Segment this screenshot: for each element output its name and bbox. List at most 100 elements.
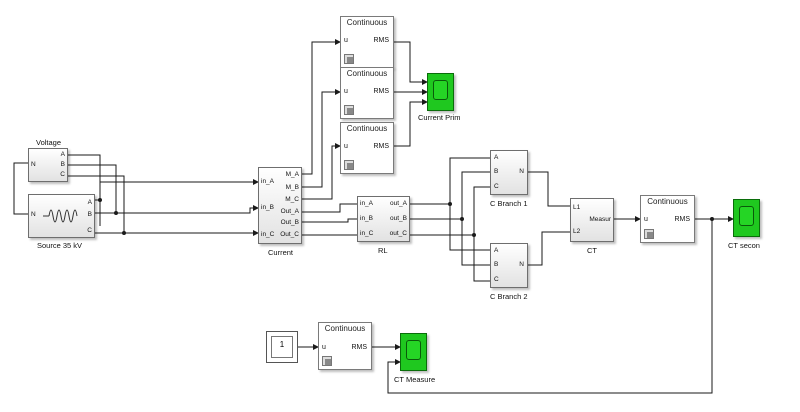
source-block[interactable]: N A B C xyxy=(28,194,95,238)
rms-block-1[interactable]: Continuous u RMS xyxy=(340,16,394,68)
rms-icon xyxy=(344,105,354,115)
rms-in: u xyxy=(344,37,348,44)
port-out-c: Out_C xyxy=(280,231,299,238)
rms-icon xyxy=(344,160,354,170)
rl-label: RL xyxy=(378,246,388,255)
rms-title: Continuous xyxy=(324,324,366,333)
wire-rms4-loop xyxy=(387,219,713,394)
current-label: Current xyxy=(268,248,294,257)
port-n: N xyxy=(31,161,36,168)
rms-out: RMS xyxy=(373,88,389,95)
rms-out: RMS xyxy=(674,216,690,223)
port-c: C xyxy=(60,171,65,178)
ct-label: CT xyxy=(587,246,597,255)
wire-cb2-ct xyxy=(528,231,570,266)
rms-block-5[interactable]: Continuous u RMS xyxy=(318,322,372,370)
rms-in: u xyxy=(344,88,348,95)
rms-out: RMS xyxy=(373,143,389,150)
source-label: Source 35 kV xyxy=(37,241,83,250)
rms-block-4[interactable]: Continuous u RMS xyxy=(640,195,695,243)
wire-rl-a xyxy=(410,157,490,205)
wire-mb xyxy=(302,89,341,188)
constant-block[interactable]: 1 xyxy=(266,331,298,363)
rms-title: Continuous xyxy=(346,18,388,27)
scope-icon xyxy=(406,340,421,360)
port-a: A xyxy=(87,199,92,206)
scope-current-prim-label: Current Prim xyxy=(418,113,461,122)
wire-rl-c xyxy=(410,186,490,236)
port-b: B xyxy=(494,261,499,268)
wire-src-b xyxy=(95,205,259,214)
wire-rl-b xyxy=(410,171,490,220)
rms-title: Continuous xyxy=(346,124,388,133)
scope-ct-measure[interactable] xyxy=(400,333,427,371)
port-n: N xyxy=(31,211,36,218)
port-m-b: M_B xyxy=(285,184,299,191)
voltage-label: Voltage xyxy=(36,138,62,147)
wire-volt-a xyxy=(68,154,101,226)
port-c: C xyxy=(494,276,499,283)
port-measur: Measur xyxy=(589,216,611,223)
wire-outa xyxy=(302,203,357,213)
current-block[interactable]: in_A in_B in_C M_A M_B M_C Out_A Out_B O… xyxy=(258,167,302,244)
wire-rms3-scope xyxy=(394,99,428,147)
wire-ma xyxy=(302,39,341,175)
constant-value: 1 xyxy=(271,336,293,358)
scope-icon xyxy=(433,80,448,100)
port-b: B xyxy=(87,211,92,218)
scope-ct-secon-label: CT secon xyxy=(728,241,760,250)
rms-block-3[interactable]: Continuous u RMS xyxy=(340,122,394,174)
port-out-b: Out_B xyxy=(280,219,299,226)
ct-block[interactable]: L1 L2 Measur xyxy=(570,198,614,242)
port-out-a: out_A xyxy=(390,200,407,207)
rms-out: RMS xyxy=(373,37,389,44)
wire-rl-a2 xyxy=(449,204,490,251)
port-n: N xyxy=(519,168,524,175)
port-l1: L1 xyxy=(573,204,581,211)
wire-cb1-ct xyxy=(528,171,570,207)
rms-out: RMS xyxy=(351,344,367,351)
c-branch-1-block[interactable]: A B C N xyxy=(490,150,528,195)
rl-block[interactable]: in_A in_B in_C out_A out_B out_C xyxy=(357,196,410,242)
rms-icon xyxy=(344,54,354,64)
port-m-a: M_A xyxy=(285,171,299,178)
port-b: B xyxy=(60,161,65,168)
port-l2: L2 xyxy=(573,228,581,235)
sine-wave-icon xyxy=(43,209,78,223)
c-branch-2-label: C Branch 2 xyxy=(490,292,528,301)
wire-mc xyxy=(302,143,341,200)
port-out-b: out_B xyxy=(390,215,407,222)
port-in-c: in_C xyxy=(261,231,275,238)
rms-block-2[interactable]: Continuous u RMS xyxy=(340,67,394,119)
scope-ct-measure-label: CT Measure xyxy=(394,375,436,384)
wire-src-a xyxy=(95,179,259,201)
port-c: C xyxy=(494,183,499,190)
wire-voltage-n xyxy=(13,162,28,215)
port-n: N xyxy=(519,261,524,268)
port-out-c: out_C xyxy=(389,230,407,237)
c-branch-2-block[interactable]: A B C N xyxy=(490,243,528,288)
port-c: C xyxy=(87,227,92,234)
port-out-a: Out_A xyxy=(280,208,299,215)
rms-title: Continuous xyxy=(346,69,388,78)
port-in-b: in_B xyxy=(360,215,374,222)
rms-in: u xyxy=(344,143,348,150)
rms-icon xyxy=(322,356,332,366)
rms-icon xyxy=(644,229,654,239)
wire-rl-c2 xyxy=(473,235,490,282)
wire-outb xyxy=(302,218,357,223)
scope-ct-secon[interactable] xyxy=(733,199,760,237)
port-a: A xyxy=(60,151,65,158)
voltage-block[interactable]: N A B C xyxy=(28,148,68,182)
scope-current-prim[interactable] xyxy=(427,73,454,111)
port-a: A xyxy=(494,247,499,254)
port-b: B xyxy=(494,168,499,175)
rms-in: u xyxy=(644,216,648,223)
port-a: A xyxy=(494,154,499,161)
rms-title: Continuous xyxy=(647,197,688,206)
wire-rms1-scope xyxy=(394,41,428,85)
rms-in: u xyxy=(322,344,326,351)
wire-volt-c xyxy=(68,175,125,233)
